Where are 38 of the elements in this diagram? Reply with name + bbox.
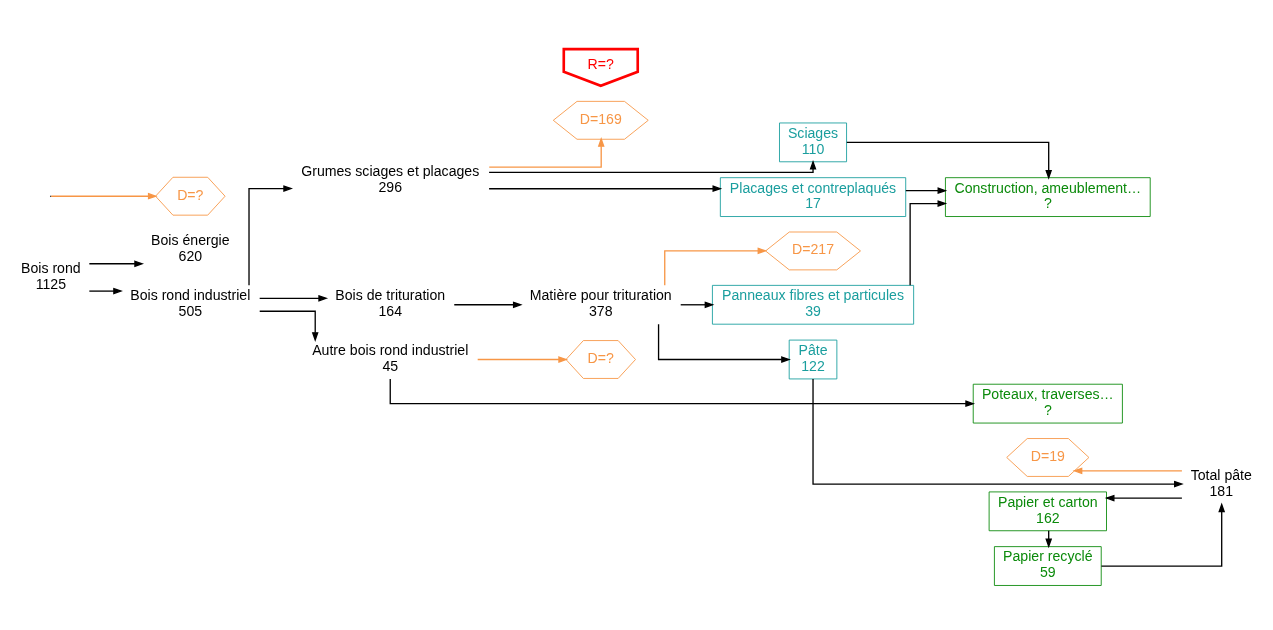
arrow: [1100, 502, 1226, 567]
arrow: [680, 300, 715, 308]
arrow: [488, 136, 605, 168]
node-box: Papier et carton 162: [988, 490, 1107, 531]
node-text: Bois rond industriel 505: [130, 286, 251, 319]
arrow: [664, 246, 768, 286]
arrow: [846, 141, 1053, 180]
arrow: [453, 300, 523, 308]
node-text: Bois de trituration 164: [335, 286, 446, 319]
arrow: [389, 377, 975, 407]
arrow: [1072, 466, 1183, 474]
arrow: [488, 159, 817, 173]
arrow: [50, 192, 158, 200]
node-text: Total pâte 181: [1190, 466, 1252, 499]
node-box: Pâte 122: [788, 339, 838, 379]
arrow: [88, 259, 144, 267]
node-box: Poteaux, traverses… ?: [972, 383, 1123, 423]
arrow: [248, 184, 293, 286]
node-box: Sciages 110: [779, 122, 847, 162]
node-text: Autre bois rond industriel 45: [312, 341, 469, 374]
arrow: [1104, 494, 1183, 501]
arrow: [477, 355, 569, 363]
node-text: Bois énergie 620: [151, 231, 230, 264]
arrow: [905, 186, 948, 194]
node-box: Panneaux fibres et particules 39: [711, 284, 915, 325]
node-box: Construction, ameublement… ?: [945, 176, 1151, 217]
arrow: [488, 184, 723, 192]
node-text: Matière pour trituration 378: [529, 286, 672, 319]
arrow: [657, 323, 791, 363]
arrow: [812, 377, 1184, 487]
arrow: [88, 287, 123, 294]
arrow: [909, 199, 948, 286]
node-text: Bois rond 1125: [21, 259, 81, 292]
arrow: [259, 294, 329, 302]
node-box: Papier recyclé 59: [993, 545, 1102, 586]
arrow: [259, 310, 319, 342]
node-text: Grumes sciages et placages 296: [301, 162, 480, 195]
node-box: Placages et contreplaqués 17: [719, 176, 907, 217]
